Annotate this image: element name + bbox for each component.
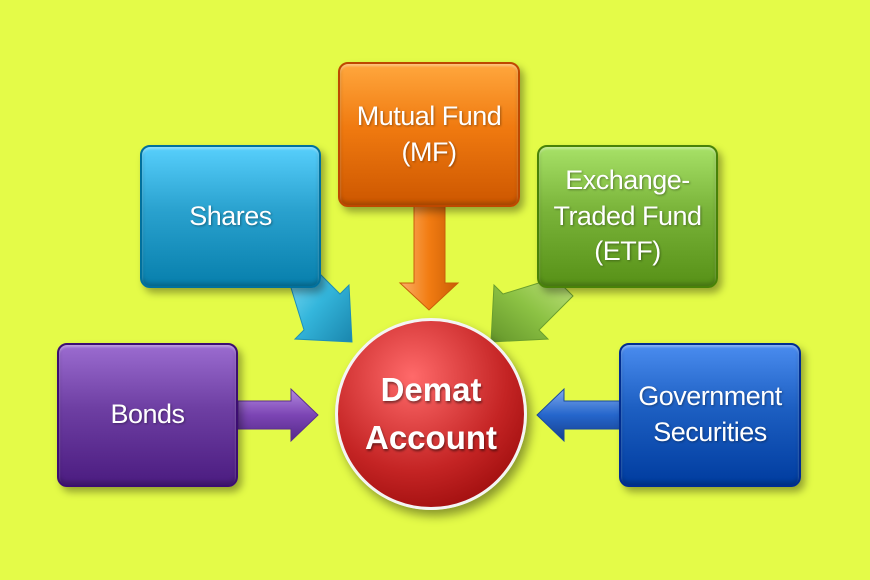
node-shares-label: Shares <box>189 200 272 231</box>
node-government-securities: Government Securities <box>619 343 801 487</box>
node-government-securities-label: Government Securities <box>638 381 782 447</box>
node-mutual-fund-label: Mutual Fund (MF) <box>356 100 502 167</box>
node-bonds: Bonds <box>57 343 238 487</box>
node-shares: Shares <box>140 145 321 288</box>
center-label: Demat Account <box>365 371 497 456</box>
node-mutual-fund: Mutual Fund (MF) <box>338 62 520 207</box>
arrow-bonds <box>237 387 319 443</box>
node-etf-label: Exchange- Traded Fund (ETF) <box>553 165 702 267</box>
arrow-mutual-fund <box>398 205 460 311</box>
arrow-etf <box>490 277 574 343</box>
node-bonds-label: Bonds <box>110 399 185 430</box>
arrow-government-securities <box>536 387 621 443</box>
center-demat-account: Demat Account <box>335 318 527 510</box>
node-etf: Exchange- Traded Fund (ETF) <box>537 145 718 288</box>
